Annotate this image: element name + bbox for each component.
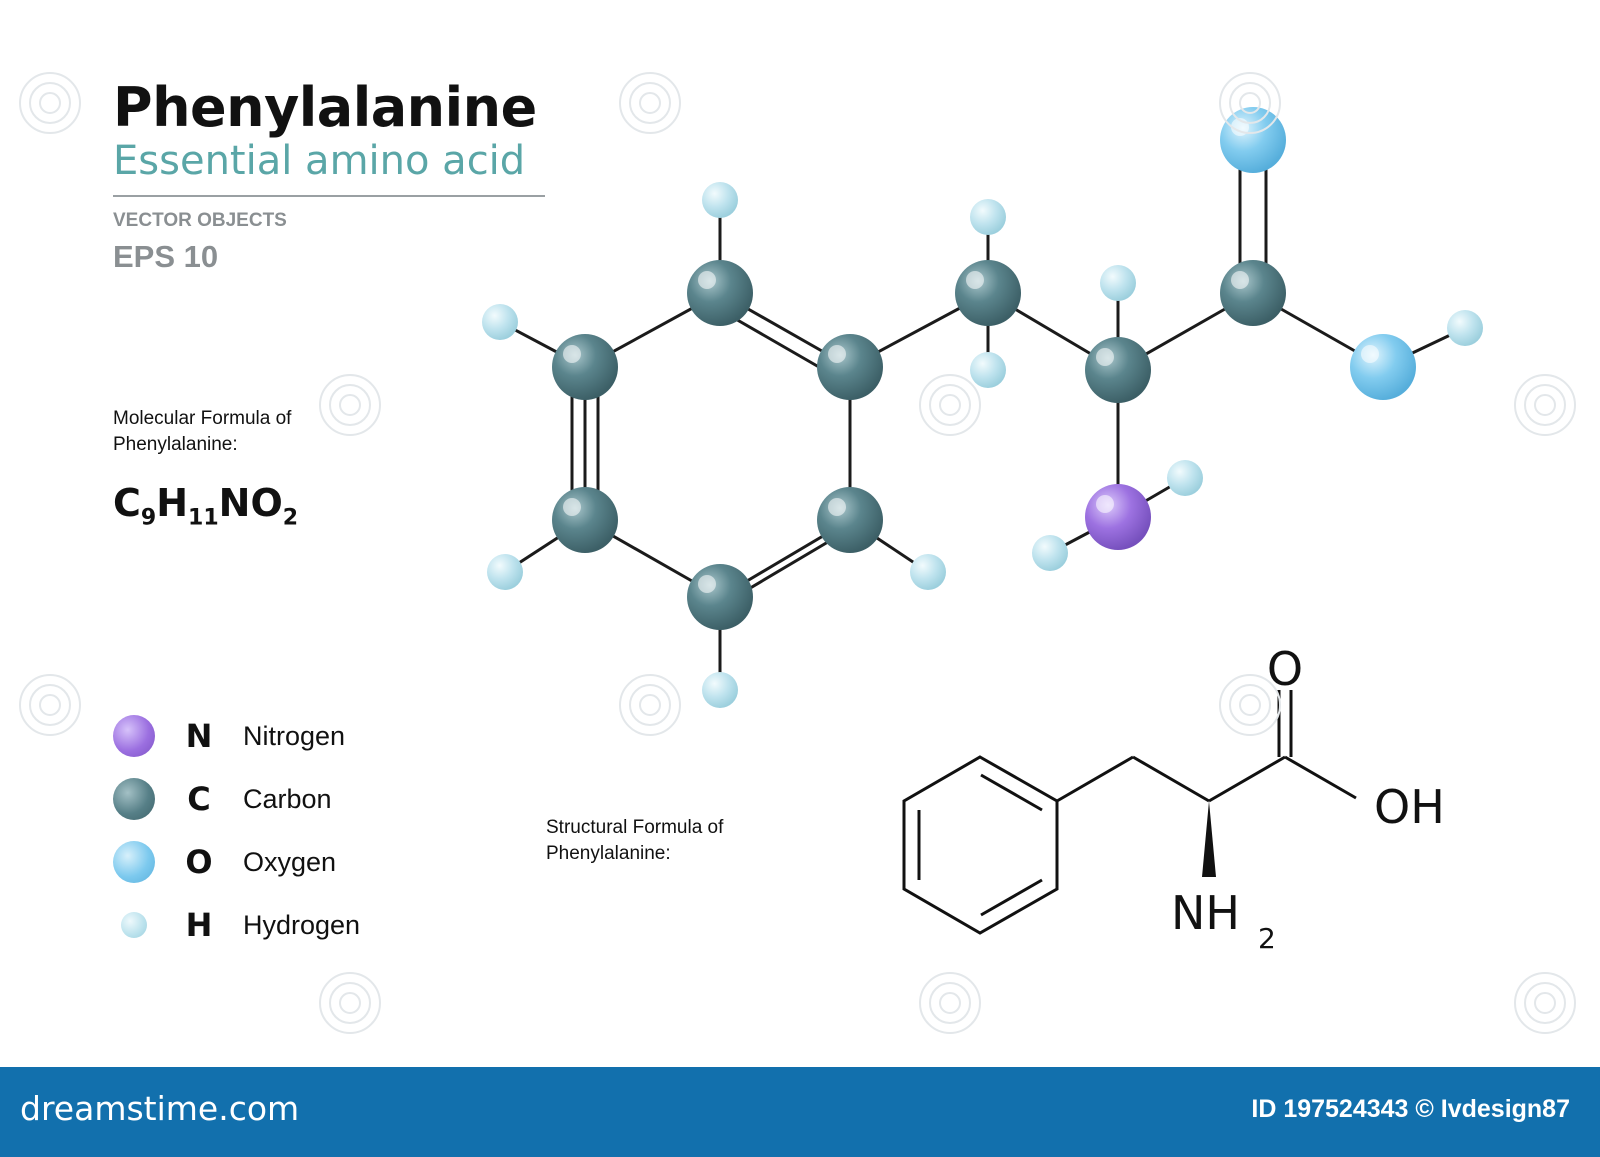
- carbon-atom: [955, 260, 1021, 326]
- hydrogen-atom: [702, 182, 738, 218]
- image-id-credit: ID 197524343 © Ivdesign87: [1251, 1095, 1570, 1123]
- bond: [1056, 755, 1134, 803]
- carbon-atom: [817, 487, 883, 553]
- hydrogen-atoms: [482, 182, 1483, 708]
- hydrogen-atom: [1447, 310, 1483, 346]
- skeletal-formula: [902, 690, 1357, 935]
- legend-item-carbon: C Carbon: [113, 777, 332, 821]
- bond: [1208, 755, 1286, 803]
- carbon-atom: [552, 487, 618, 553]
- legend-name: Carbon: [243, 783, 332, 814]
- title-divider: [113, 195, 545, 197]
- legend-name: Hydrogen: [243, 909, 361, 940]
- formula-subscript: 11: [188, 505, 219, 531]
- hydrogen-atom: [970, 352, 1006, 388]
- eps-version-tag: EPS 10: [113, 239, 219, 274]
- benzene-ring: [902, 755, 1059, 935]
- nitrogen-atom-icon: [113, 715, 155, 757]
- legend-symbol: C: [187, 780, 211, 818]
- formula-element: N: [218, 481, 251, 525]
- atom-highlights: [563, 118, 1379, 593]
- hydrogen-atom: [482, 304, 518, 340]
- formula-subscript: 2: [282, 505, 299, 531]
- wedge-bond: [1202, 801, 1216, 877]
- legend-item-oxygen: O Oxygen: [113, 840, 336, 884]
- hydrogen-atom-icon: [121, 912, 147, 938]
- formula-element: O: [250, 481, 283, 525]
- inner-double-bond: [980, 878, 1043, 917]
- carbon-atom: [552, 334, 618, 400]
- bond: [1132, 755, 1210, 803]
- carbon-atom: [817, 334, 883, 400]
- hydrogen-atom: [970, 199, 1006, 235]
- carbon-atom: [1220, 260, 1286, 326]
- molecular-formula-label: Molecular Formula of Phenylalanine:: [113, 408, 292, 455]
- page-title: Phenylalanine: [113, 76, 537, 139]
- legend-symbol: N: [185, 717, 213, 755]
- legend-item-nitrogen: N Nitrogen: [113, 714, 345, 758]
- oxygen-atom-icon: [113, 841, 155, 883]
- structural-formula-label: Structural Formula of Phenylalanine:: [546, 817, 724, 864]
- carbon-atom: [687, 260, 753, 326]
- legend-symbol: H: [185, 906, 213, 944]
- hydrogen-atom: [487, 554, 523, 590]
- footer-bar: dreamstime.com ID 197524343 © Ivdesign87: [0, 1067, 1600, 1157]
- hydroxyl-label: OH: [1374, 780, 1445, 834]
- formula-element: C: [113, 481, 141, 525]
- bond: [1284, 755, 1357, 800]
- page-subtitle: Essential amino acid: [113, 138, 526, 184]
- oxygen-atom: [1350, 334, 1416, 400]
- legend-symbol: O: [185, 843, 213, 881]
- inner-double-bond: [980, 773, 1043, 812]
- vector-objects-tag: VECTOR OBJECTS: [113, 210, 287, 231]
- hydrogen-atom: [1032, 535, 1068, 571]
- formula-element: H: [156, 481, 189, 525]
- amine-subscript: 2: [1258, 922, 1276, 955]
- nitrogen-atom: [1085, 484, 1151, 550]
- hydrogen-atom: [1100, 265, 1136, 301]
- dreamstime-logo[interactable]: dreamstime.com: [20, 1089, 300, 1128]
- legend-name: Oxygen: [243, 846, 337, 877]
- carbonyl-oxygen-label: O: [1267, 642, 1303, 696]
- carbon-atom-icon: [113, 778, 155, 820]
- molecular-formula: C9H11NO2: [113, 481, 298, 531]
- hydrogen-atom: [910, 554, 946, 590]
- carbon-atom: [1085, 337, 1151, 403]
- legend-name: Nitrogen: [243, 720, 346, 751]
- hydrogen-atom: [1167, 460, 1203, 496]
- molecule-diagram: O OH NH 2: [482, 107, 1483, 955]
- oxygen-atom: [1220, 107, 1286, 173]
- amine-label: NH: [1171, 886, 1240, 940]
- legend-item-hydrogen: H Hydrogen: [113, 903, 360, 947]
- formula-subscript: 9: [140, 505, 157, 531]
- hydrogen-atom: [702, 672, 738, 708]
- carbon-atom: [687, 564, 753, 630]
